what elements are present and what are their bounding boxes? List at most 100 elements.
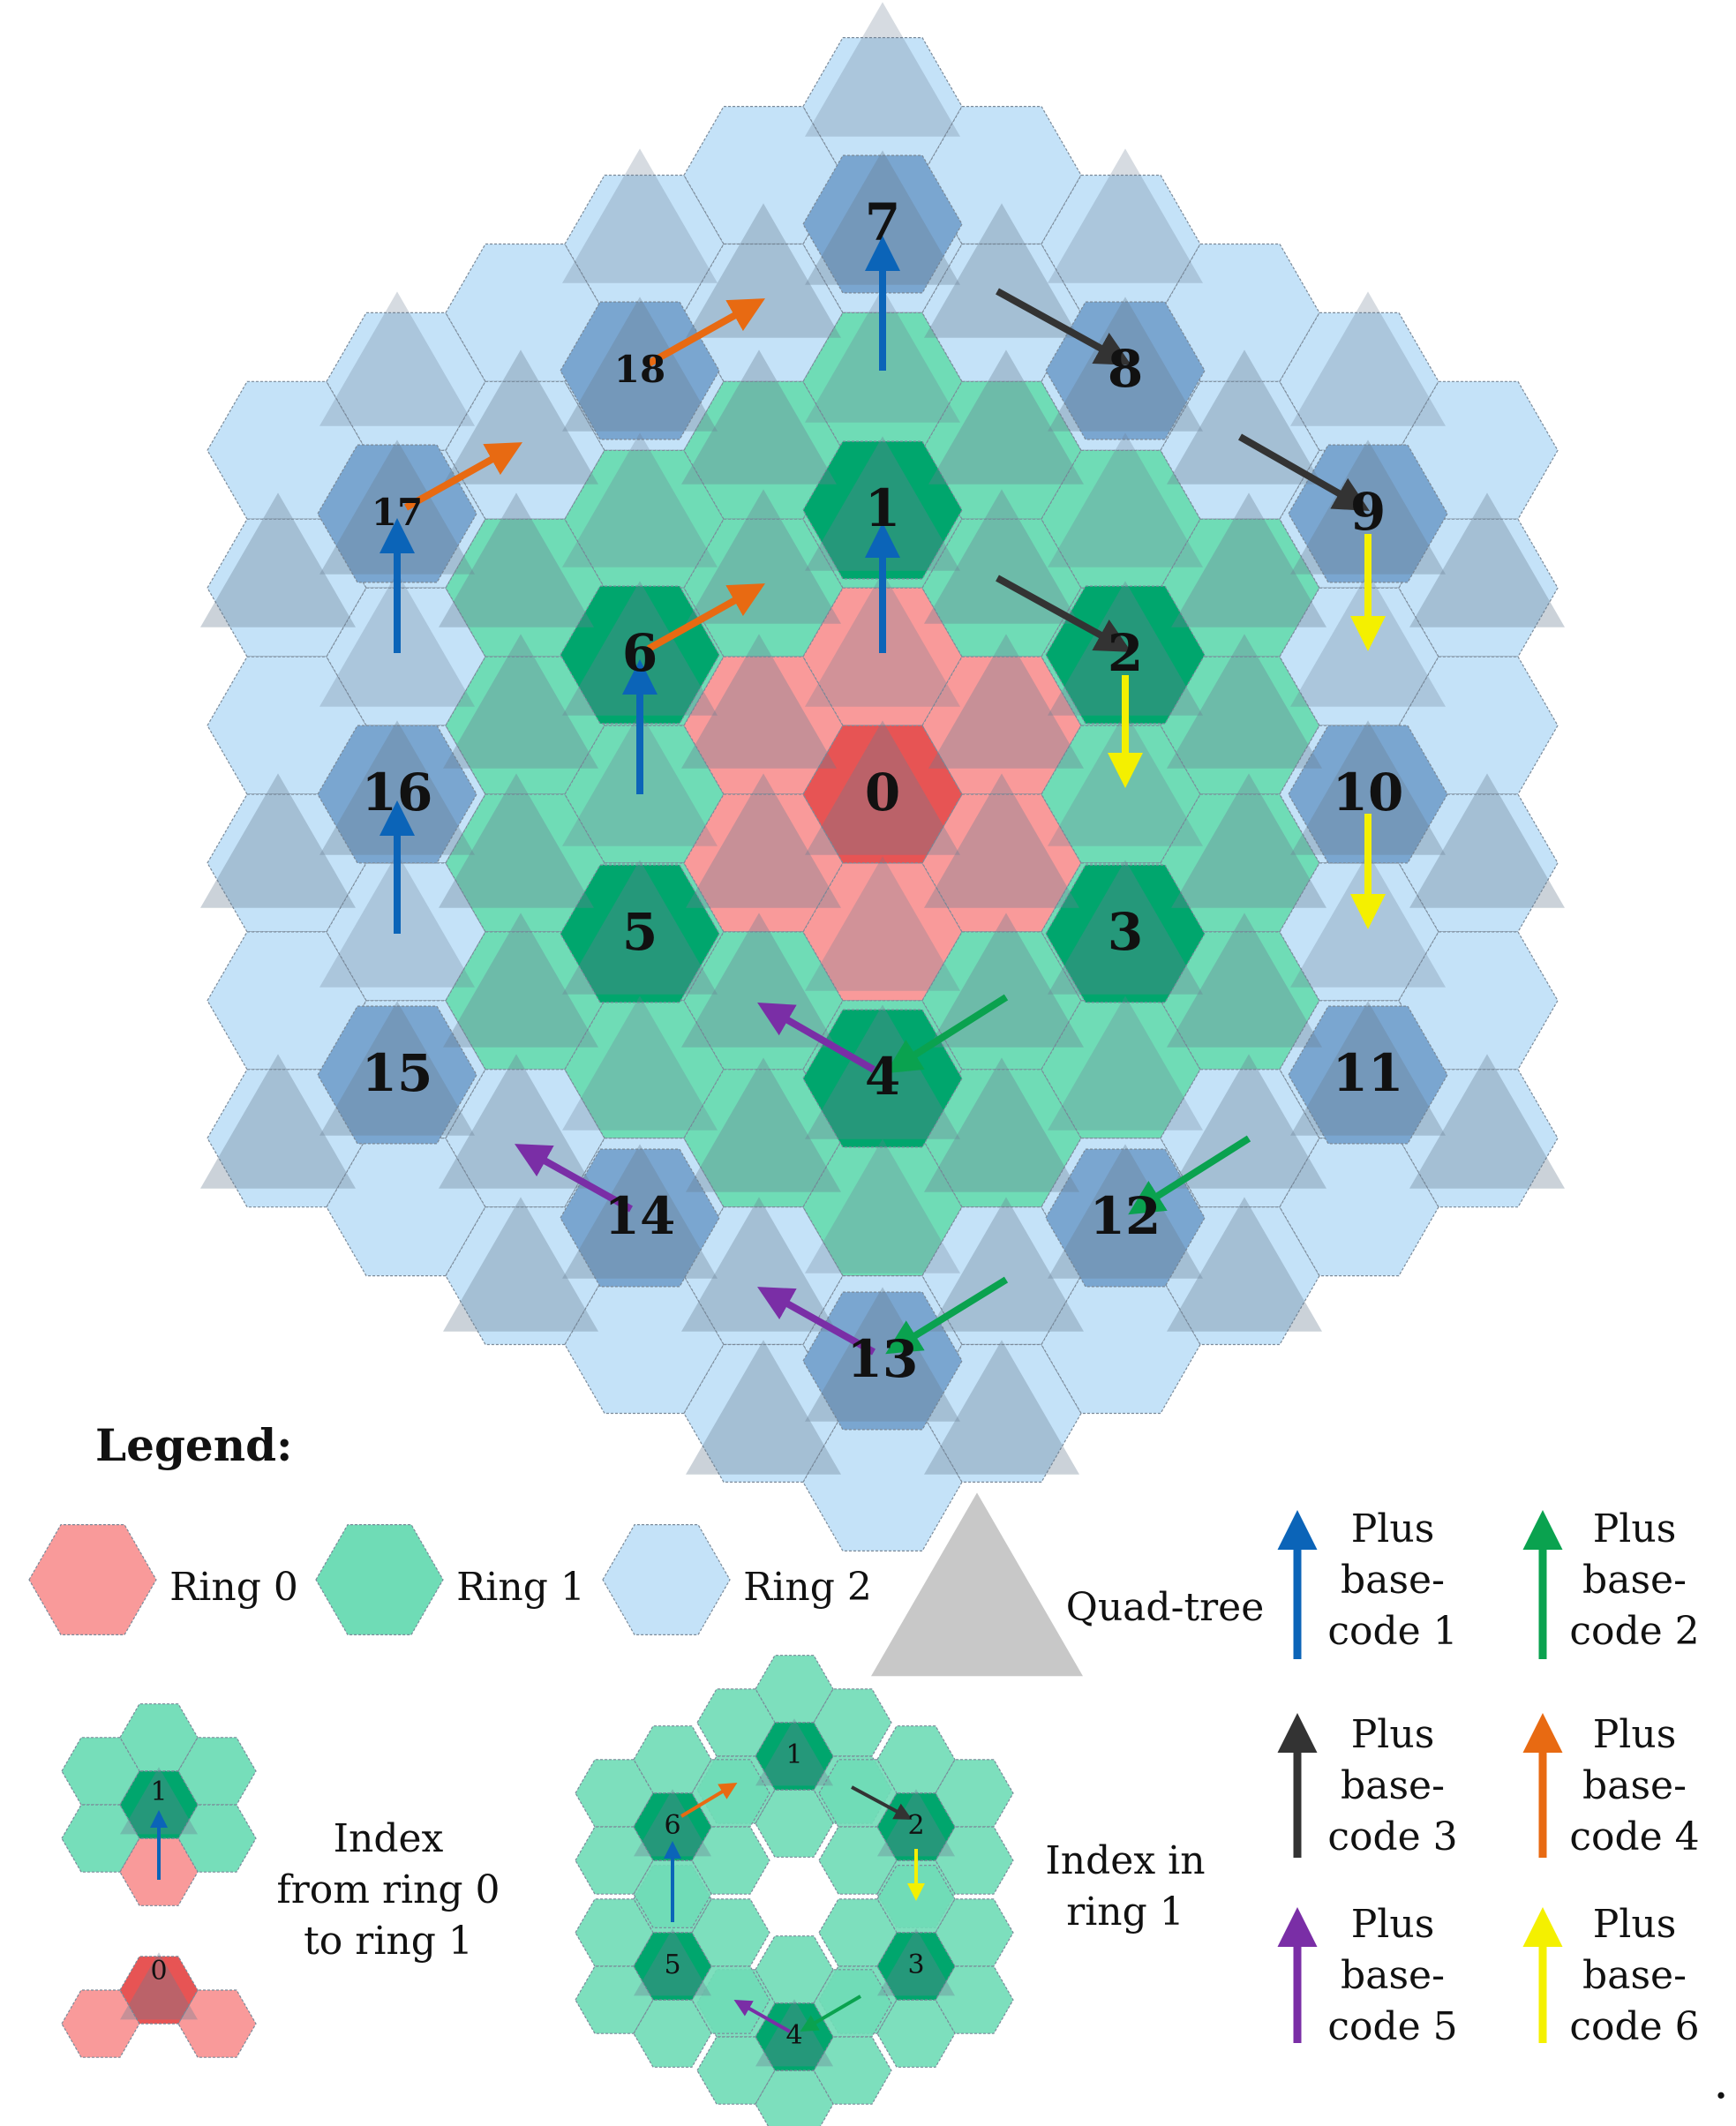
legend-quadtree-swatch [871,1492,1083,1677]
ring2-center-hex [317,1005,477,1145]
arrow-7-to-8 [996,288,1132,365]
inset-b-center-hex [633,1932,712,2001]
arrow-12-to-13 [885,1276,1009,1355]
hex-cell [1041,1274,1201,1415]
cell-label-13: 13 [846,1329,919,1390]
ring1-center-hex [1045,864,1206,1003]
hex-cell [1398,931,1559,1071]
inset-b-arrow-3-to-4 [800,1995,862,2032]
quad-tree-triangle [681,913,837,1048]
hex-cell [802,312,963,451]
inset-b-ring1-hex [691,1826,770,1895]
inset-b-ring1-hex [935,1759,1014,1828]
inset-a-ring1-center [119,1770,199,1839]
inset-b-arrow-1-to-2 [851,1785,913,1820]
hex-cell [683,105,844,245]
basecode-arrows [380,236,1386,1356]
hex-cell [1160,243,1320,382]
cell-label-4: 4 [864,1047,901,1108]
quad-tree-triangle [562,432,718,567]
inset-b-label-4: 4 [785,2020,803,2052]
quad-tree-triangle [319,291,475,426]
quad-tree-triangle [439,1054,594,1189]
legend-ring2-swatch [602,1523,731,1636]
inset-b-triangle [877,1928,955,1996]
inset-b-ring1-hex [691,1965,770,2034]
quad-tree-triangle [1048,860,1203,995]
inset-b-center-hex [876,1932,956,2001]
inset-b-ring1-hex [755,2070,834,2126]
ring2-center-hex [317,725,477,864]
hex-cell [1160,793,1320,933]
quad-tree-triangle [1290,1001,1446,1136]
quad-tree-triangle [924,1340,1079,1475]
arrow-11-to-12 [1128,1135,1251,1215]
quad-tree-triangle [1048,432,1203,567]
inset-b-arrow-6-to-1 [680,1782,738,1818]
inset-a-triangle [120,1767,198,1835]
arrow-6-to-1 [647,583,765,652]
hex-cell [1279,312,1439,451]
hex-cell [564,1274,725,1415]
quad-tree-triangle [200,1054,356,1189]
legend-ring0-label: Ring 0 [169,1565,298,1610]
quad-tree-triangle [805,720,960,855]
arrow-4-to-5 [757,1003,876,1073]
quad-tree-triangle [200,773,356,908]
hex-cell [445,931,605,1071]
quad-tree-triangle [681,1197,837,1332]
quad-tree-triangle [439,492,594,627]
arrow-8-to-9 [1238,433,1370,511]
inset-a-ring1-hex [177,1737,257,1806]
ring2-center-hex [1288,725,1448,864]
quad-tree-triangle [319,1001,475,1136]
quad-tree-triangle [805,1287,960,1422]
quad-tree-triangle [686,773,841,908]
hex-cell [921,105,1082,245]
cell-label-14: 14 [604,1186,676,1247]
quad-tree-triangle [443,913,598,1048]
quad-tree-triangle [443,1197,598,1332]
quad-tree-triangle [928,634,1084,769]
hex-cell [1041,449,1201,589]
quad-tree-triangle [805,1004,960,1139]
ring1-center-hex [560,864,720,1003]
quad-tree-triangle [443,349,598,485]
ring1-center-hex [560,585,720,725]
quad-tree-triangle [686,489,841,624]
hex-cell [683,931,844,1071]
inset-b-ring1-hex [935,1826,1014,1895]
hex-cell [683,793,844,933]
quad-tree-triangle [681,349,837,485]
quad-tree-triangle [200,492,356,627]
quad-tree-triangle [562,148,718,283]
ring2-center-hex [1288,1005,1448,1145]
quad-tree-triangle [928,1197,1084,1332]
arrow-17-to-18 [404,442,522,511]
quad-tree-triangle [686,203,841,338]
inset-b-label-1: 1 [785,1739,803,1771]
ring0-center-hex [802,725,963,864]
legend-title: Legend: [95,1419,293,1471]
inset-b-ring1-hex [755,1789,834,1858]
legend-quadtree-label: Quad-tree [1065,1585,1265,1630]
cell-label-16: 16 [361,763,433,823]
hex-cell [1160,1206,1320,1346]
inset-b-triangle [877,1789,955,1857]
inset-a-triangle [120,1952,198,2020]
ring2-center-hex [560,301,720,440]
inset-b-ring1-hex [813,1969,892,2038]
hex-cell [1041,725,1201,864]
quad-tree-triangle [805,2,960,137]
hex-cell [445,793,605,933]
quad-tree-triangle [805,856,960,991]
hex-cell [207,793,367,933]
inset-b-label-2: 2 [907,1810,925,1842]
quad-tree-triangle [562,1144,718,1279]
inset-b-triangle [755,1999,833,2067]
